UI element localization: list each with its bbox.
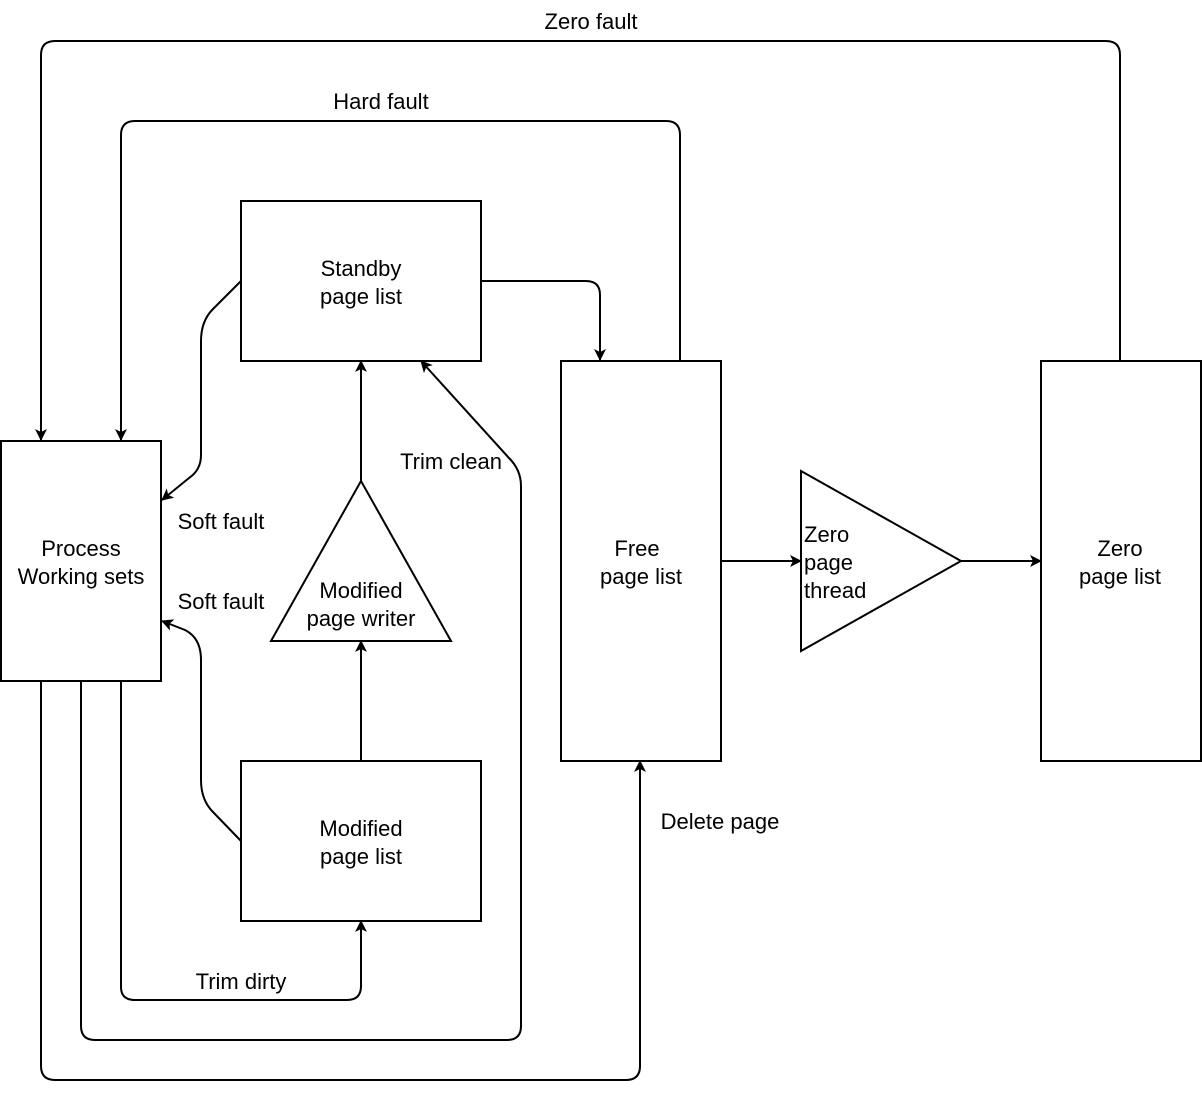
zero-page-list-label-line-1: Zero [1097, 536, 1142, 561]
label-soft-fault-modified: Soft fault [178, 589, 265, 614]
label-delete-page: Delete page [661, 809, 780, 834]
standby-page-list-box [240, 200, 482, 362]
free-page-list-label-line-1: Free [614, 536, 659, 561]
free-page-list-box [560, 360, 722, 762]
standby-page-list-label-line-2: page list [320, 284, 402, 309]
node-modified-page-list: Modified page list [240, 760, 482, 922]
edge-soft-fault-standby [161, 280, 242, 501]
process-working-sets-label-line-1: Process [41, 536, 120, 561]
label-trim-dirty: Trim dirty [196, 969, 287, 994]
edge-zero-fault [35, 40, 1121, 441]
zero-page-thread-label-line-2: page [804, 550, 853, 575]
label-soft-fault-standby: Soft fault [178, 509, 265, 534]
zero-page-list-label-line-2: page list [1079, 564, 1161, 589]
modified-page-list-label-line-2: page list [320, 844, 402, 869]
label-zero-fault: Zero fault [545, 9, 638, 34]
free-page-list-label-line-2: page list [600, 564, 682, 589]
edge-trim-dirty [120, 681, 367, 1001]
zero-page-thread-label-line-3: thread [804, 578, 866, 603]
label-trim-clean: Trim clean [400, 449, 502, 474]
process-working-sets-box [0, 440, 162, 682]
modified-page-list-label-line-1: Modified [319, 816, 402, 841]
zero-page-thread-triangle [800, 469, 964, 653]
modified-page-writer-label-line-2: page writer [307, 606, 416, 631]
modified-page-writer-triangle [269, 478, 453, 642]
label-hard-fault: Hard fault [333, 89, 428, 114]
node-process-working-sets: Process Working sets [0, 440, 162, 682]
edge-trim-clean [80, 360, 522, 1041]
process-working-sets-label-line-2: Working sets [18, 564, 145, 589]
node-standby-page-list: Standby page list [240, 200, 482, 362]
edge-labels: Zero fault Hard fault Trim clean Soft fa… [178, 9, 780, 994]
zero-page-list-box [1040, 360, 1202, 762]
edge-hard-fault [115, 120, 681, 441]
modified-page-writer-label-line-1: Modified [319, 578, 402, 603]
node-free-page-list: Free page list [560, 360, 722, 762]
edge-delete-page [40, 681, 646, 1081]
node-modified-page-writer: Modified page writer [269, 478, 453, 642]
node-zero-page-list: Zero page list [1040, 360, 1202, 762]
standby-page-list-label-line-1: Standby [321, 256, 402, 281]
edges [35, 40, 1121, 1081]
edge-soft-fault-modified [161, 619, 242, 842]
node-zero-page-thread: Zero page thread [800, 469, 964, 653]
modified-page-list-box [240, 760, 482, 922]
edge-standby-to-free [481, 280, 606, 361]
zero-page-thread-label-line-1: Zero [804, 522, 849, 547]
